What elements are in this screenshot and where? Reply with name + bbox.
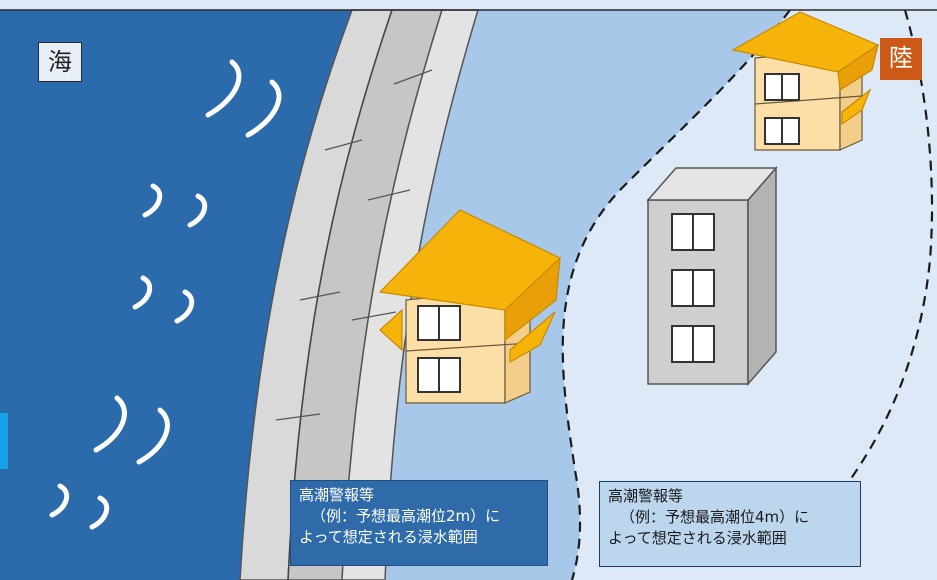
zone-4m-caption-line2: （例：予想最高潮位4m）に bbox=[620, 508, 810, 526]
zone-4m-caption-line3: よって想定される浸水範囲 bbox=[608, 529, 787, 547]
sea-label: 海 bbox=[38, 42, 82, 82]
house-icon bbox=[731, 11, 880, 151]
zone-boundary-4m bbox=[849, 9, 934, 481]
zone-2m-caption-line3: よって想定される浸水範囲 bbox=[299, 528, 478, 546]
zone-boundary-2m bbox=[561, 9, 791, 580]
sea-area bbox=[0, 10, 352, 580]
zone-2m-caption-line2: （例：予想最高潮位2m）に bbox=[311, 507, 501, 525]
house-icon bbox=[378, 209, 562, 404]
zone-4m-caption-line1: 高潮警報等 bbox=[608, 487, 684, 505]
zone-2m-caption: 高潮警報等 （例：予想最高潮位2m）に よって想定される浸水範囲 bbox=[290, 480, 548, 566]
left-edge-marker bbox=[0, 413, 8, 469]
building-icon bbox=[646, 166, 778, 386]
wave-icon bbox=[49, 59, 282, 530]
zone-2m-caption-line1: 高潮警報等 bbox=[299, 486, 375, 504]
land-label: 陸 bbox=[880, 38, 922, 80]
zone-4m-caption: 高潮警報等 （例：予想最高潮位4m）に よって想定される浸水範囲 bbox=[599, 481, 861, 567]
